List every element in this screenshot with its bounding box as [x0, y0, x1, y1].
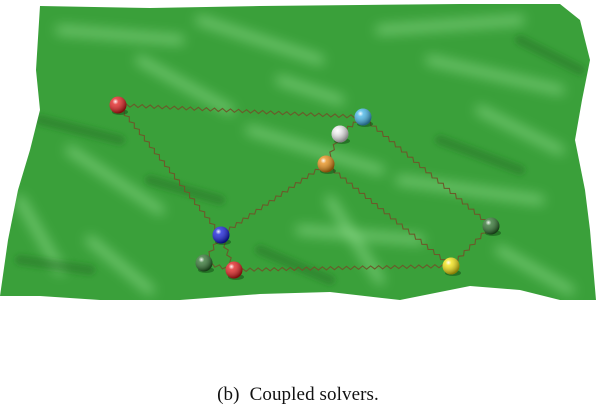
node-white	[331, 125, 350, 144]
caption-tag: (b)	[217, 384, 240, 405]
node-cyan	[354, 108, 373, 127]
coupled-solvers-figure	[0, 4, 596, 300]
node-green-right	[482, 217, 501, 236]
caption-text: Coupled solvers.	[249, 384, 379, 405]
spring-red-top-left-cyan	[117, 103, 364, 119]
spring-orange-yellow	[325, 163, 452, 267]
node-yellow	[442, 257, 461, 276]
spring-orange-blue	[220, 163, 327, 236]
node-red-bottom	[225, 261, 244, 280]
spring-red-top-left-blue	[117, 104, 222, 236]
spring-green-right-yellow	[450, 225, 492, 267]
spring-cyan-green-right	[362, 116, 492, 227]
spring-red-bottom-yellow	[233, 263, 452, 273]
node-blue	[212, 226, 231, 245]
figure-caption: (b) Coupled solvers.	[0, 384, 596, 406]
node-green-left	[195, 254, 214, 273]
membrane-surface	[0, 4, 596, 300]
node-red-top-left	[109, 96, 128, 115]
particle-nodes	[109, 96, 501, 280]
node-orange	[317, 155, 336, 174]
spring-network	[117, 103, 492, 273]
